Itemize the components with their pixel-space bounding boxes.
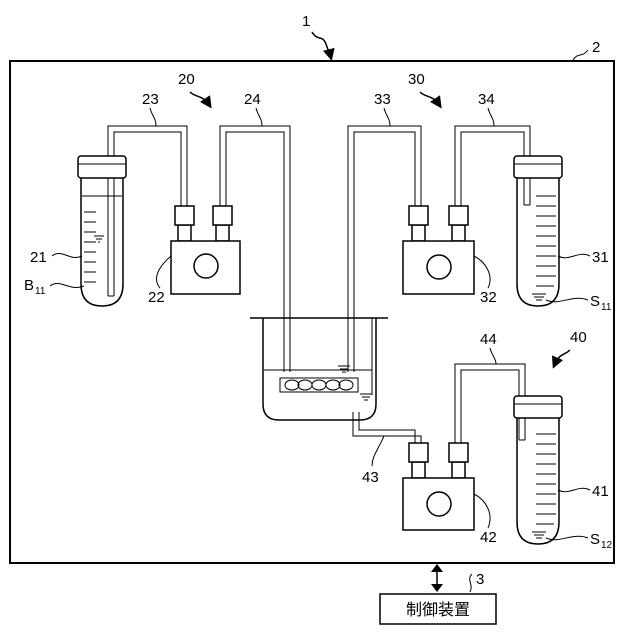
liquid-s12-sub: 12: [601, 540, 613, 551]
controller-ref-label: 3: [476, 571, 484, 588]
controller-label: 制御装置: [406, 600, 470, 619]
tube-label-21: 21: [30, 249, 47, 266]
system-label: 1: [302, 13, 310, 30]
unit-label-40: 40: [570, 329, 587, 346]
pipe-43: [353, 412, 421, 446]
pipe-43-leader: [372, 436, 384, 466]
pipe-23-leader: [150, 108, 156, 126]
tube-31-leader: [558, 254, 590, 257]
connection-arrow: [431, 564, 443, 592]
controller-leader: [470, 574, 472, 592]
liquid-s12-leader: [546, 536, 588, 539]
pipe-33-leader: [384, 108, 390, 126]
pipe-44-leader: [490, 348, 496, 364]
enclosure-box: [10, 61, 614, 563]
liquid-s11-sub: 11: [601, 302, 612, 313]
pump-label-32: 32: [480, 289, 497, 306]
pump-42: [403, 443, 474, 530]
tube-41: [514, 396, 562, 544]
pipe-label-34: 34: [478, 91, 495, 108]
liquid-b11-sub: 11: [35, 286, 46, 297]
tube-label-41: 41: [592, 483, 609, 500]
pipe-label-23: 23: [142, 91, 159, 108]
tube-31: [514, 156, 562, 306]
pump-label-42: 42: [480, 529, 497, 546]
liquid-b11-main: B: [24, 277, 34, 294]
tube-21: [78, 156, 126, 306]
pipe-label-44: 44: [480, 331, 497, 348]
enclosure-label: 2: [592, 39, 600, 56]
liquid-b11-leader: [50, 283, 84, 287]
tube-41-leader: [558, 488, 590, 491]
liquid-level-mark-2: [360, 394, 372, 400]
pump-42-leader: [474, 494, 490, 528]
unit-label-20: 20: [178, 71, 195, 88]
pump-32-leader: [474, 256, 490, 288]
pump-22: [171, 206, 240, 294]
unit-label-30: 30: [408, 71, 425, 88]
pipe-label-24: 24: [244, 91, 261, 108]
liquid-s11-main: S: [590, 293, 600, 310]
cell-beads: [285, 380, 353, 390]
pump-22-leader: [157, 256, 171, 288]
pump-32: [403, 206, 474, 294]
pipe-24-leader: [256, 108, 262, 126]
system-leader: [312, 32, 331, 58]
liquid-s12-main: S: [590, 531, 600, 548]
pipe-label-33: 33: [374, 91, 391, 108]
tube-21-leader: [52, 253, 82, 257]
tube-label-31: 31: [592, 249, 609, 266]
pipe-label-43: 43: [362, 469, 379, 486]
enclosure-leader: [573, 50, 588, 60]
unit-20-arrow: [190, 92, 210, 106]
pump-label-22: 22: [148, 289, 165, 306]
culture-basin: [250, 318, 388, 420]
pipe-34-leader: [488, 108, 494, 126]
unit-30-arrow: [420, 92, 440, 106]
liquid-s11-leader: [546, 298, 588, 301]
unit-40-arrow: [554, 350, 570, 366]
